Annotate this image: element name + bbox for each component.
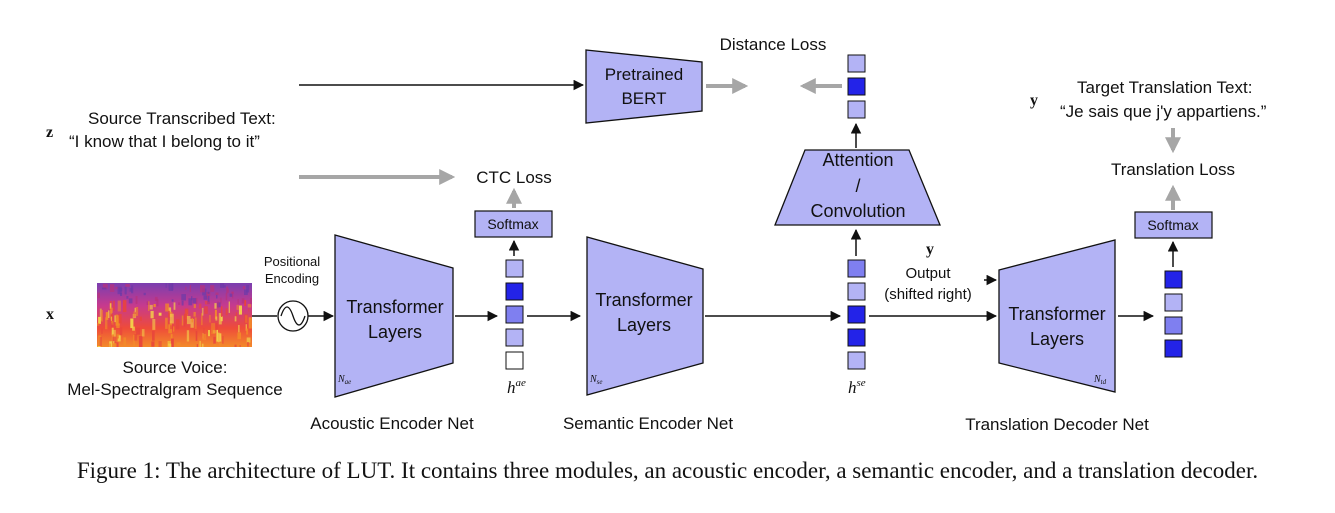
positional-encoding-label-line1: Positional <box>264 254 320 269</box>
h-se-vector <box>847 259 866 370</box>
translation-decoder-net-label: Translation Decoder Net <box>965 415 1149 434</box>
decoder-transformer-block <box>998 239 1116 393</box>
ctc-loss-label: CTC Loss <box>476 168 552 187</box>
source-voice-label-line2: Mel-Spectralgram Sequence <box>67 380 282 399</box>
vector-cell <box>847 305 866 324</box>
semantic-transformer-block <box>586 236 704 396</box>
vector-cell <box>1164 293 1183 312</box>
vector-cell <box>505 282 524 301</box>
softmax-right-label: Softmax <box>1147 217 1198 233</box>
acoustic-transformer-label-line2: Layers <box>368 322 422 342</box>
target-text-quote: “Je sais que j'y appartiens.” <box>1060 102 1267 121</box>
output-label-line2: (shifted right) <box>884 286 972 303</box>
positional-encoding-label-line2: Encoding <box>265 271 319 286</box>
n-td-label: Ntd <box>1093 374 1107 386</box>
semantic-encoder-net-label: Semantic Encoder Net <box>563 414 733 433</box>
acoustic-transformer-label-line1: Transformer <box>346 297 443 317</box>
h-se-label: hse <box>848 377 866 397</box>
decoder-output-vector <box>1164 270 1183 358</box>
source-text-title: Source Transcribed Text: <box>88 109 276 128</box>
distance-loss-label: Distance Loss <box>720 35 827 54</box>
sine-wave-icon <box>280 306 306 326</box>
vector-cell <box>847 328 866 347</box>
h-ae-vector <box>505 259 524 370</box>
vector-cell <box>505 351 524 370</box>
x-variable: x <box>46 306 54 323</box>
pretrained-bert-block <box>585 49 703 124</box>
vector-cell <box>847 259 866 278</box>
vector-cell <box>847 351 866 370</box>
softmax-left-box <box>474 210 553 238</box>
vector-cell <box>847 100 866 119</box>
vector-cell <box>505 305 524 324</box>
attention-slash: / <box>855 176 860 196</box>
vector-cell <box>847 54 866 73</box>
vector-cell <box>1164 339 1183 358</box>
vector-cell <box>505 328 524 347</box>
source-voice-label-line1: Source Voice: <box>123 358 228 377</box>
target-text-title: Target Translation Text: <box>1077 78 1252 97</box>
y-variable-mid: y <box>926 241 934 258</box>
vector-cell <box>1164 270 1183 289</box>
semantic-transformer-label-line1: Transformer <box>595 290 692 310</box>
h-ae-label: hae <box>507 377 526 397</box>
n-se-label: Nse <box>589 374 603 386</box>
z-variable: z <box>46 124 53 141</box>
vector-cell <box>847 77 866 96</box>
n-ae-label: Nae <box>337 374 351 386</box>
distance-vector <box>847 54 866 119</box>
semantic-transformer-label-line2: Layers <box>617 315 671 335</box>
bert-label-line1: Pretrained <box>605 65 683 84</box>
vector-cell <box>505 259 524 278</box>
attention-convolution-block <box>774 149 941 226</box>
softmax-left-label: Softmax <box>487 216 538 232</box>
decoder-transformer-label-line1: Transformer <box>1008 304 1105 324</box>
translation-loss-label: Translation Loss <box>1111 160 1235 179</box>
acoustic-transformer-block <box>334 234 454 398</box>
vector-cell <box>847 282 866 301</box>
softmax-right-box <box>1134 211 1213 239</box>
source-text-quote: “I know that I belong to it” <box>69 132 260 151</box>
figure-caption: Figure 1: The architecture of LUT. It co… <box>76 458 1259 483</box>
attention-label: Attention <box>822 150 893 170</box>
vector-cell <box>1164 316 1183 335</box>
decoder-transformer-label-line2: Layers <box>1030 329 1084 349</box>
y-variable-top: y <box>1030 92 1038 109</box>
bert-label-line2: BERT <box>621 89 666 108</box>
mel-spectrogram-image <box>97 283 252 347</box>
acoustic-encoder-net-label: Acoustic Encoder Net <box>310 414 474 433</box>
convolution-label: Convolution <box>810 201 905 221</box>
output-label-line1: Output <box>905 265 951 282</box>
